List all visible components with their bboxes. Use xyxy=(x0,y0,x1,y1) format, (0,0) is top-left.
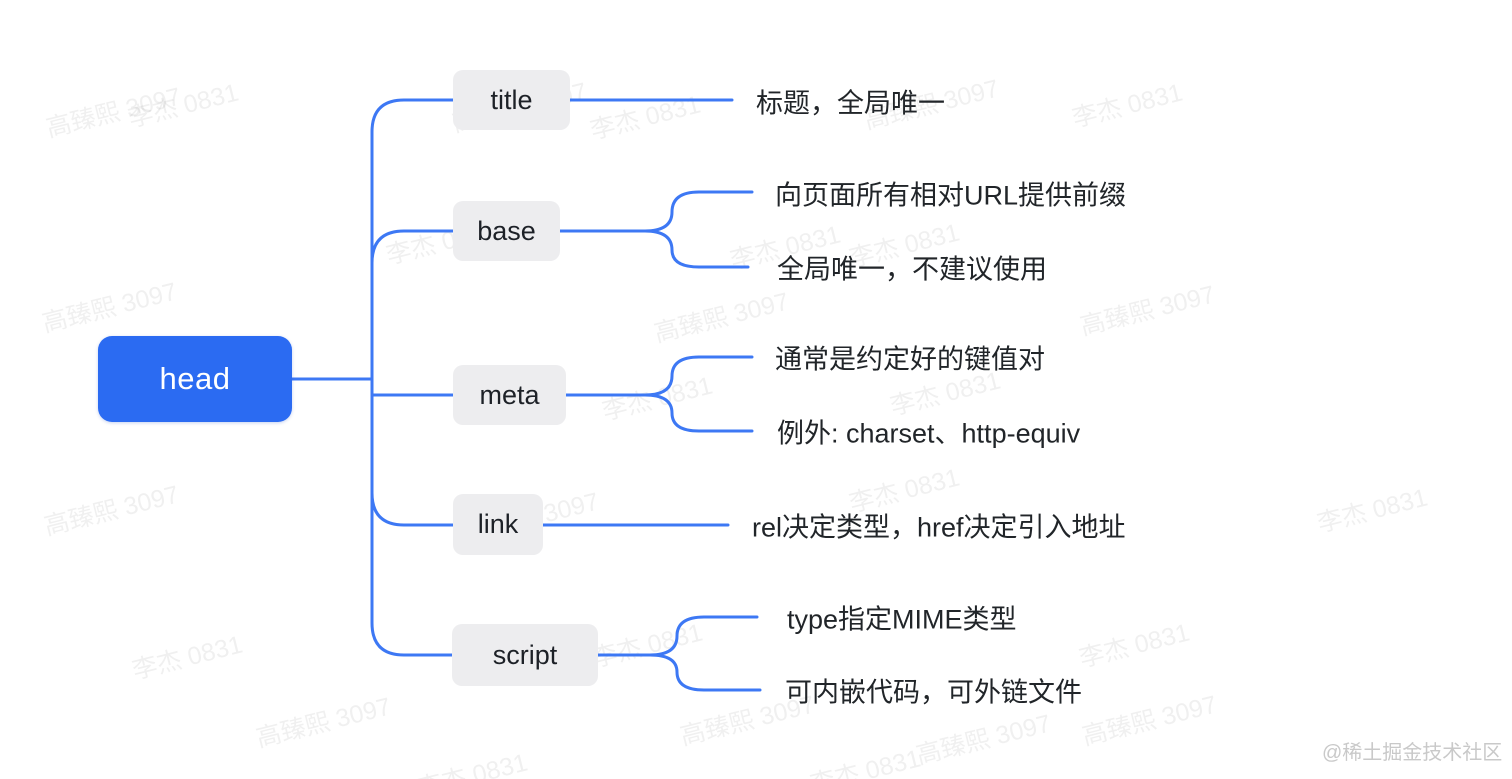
connector-base-leaf1 xyxy=(558,190,754,233)
connector-meta-leaf1 xyxy=(564,355,754,397)
connector-base-leaf2 xyxy=(558,229,750,269)
node-meta[interactable]: meta xyxy=(453,365,566,425)
node-title[interactable]: title xyxy=(453,70,570,130)
node-link[interactable]: link xyxy=(453,494,543,555)
leaf-link-desc[interactable]: rel决定类型，href决定引入地址 xyxy=(752,512,1126,543)
connector-trunk-link xyxy=(370,491,455,527)
leaf-title-desc[interactable]: 标题，全局唯一 xyxy=(756,88,945,119)
node-base[interactable]: base xyxy=(453,201,560,261)
leaf-meta-desc-1[interactable]: 通常是约定好的键值对 xyxy=(775,344,1045,375)
leaf-script-desc-1[interactable]: type指定MIME类型 xyxy=(787,604,1017,635)
connector-trunk xyxy=(370,98,455,657)
connector-meta-leaf2 xyxy=(564,393,754,433)
node-head[interactable]: head xyxy=(98,336,292,422)
leaf-script-desc-2[interactable]: 可内嵌代码，可外链文件 xyxy=(785,677,1082,708)
node-script[interactable]: script xyxy=(452,624,598,686)
connector-script-leaf1 xyxy=(596,615,759,657)
watermark-credit: @稀土掘金技术社区 xyxy=(1322,742,1503,764)
leaf-base-desc-1[interactable]: 向页面所有相对URL提供前缀 xyxy=(775,180,1127,211)
leaf-meta-desc-2[interactable]: 例外: charset、http-equiv xyxy=(777,418,1081,449)
leaf-base-desc-2[interactable]: 全局唯一，不建议使用 xyxy=(777,254,1047,285)
connector-script-leaf2 xyxy=(596,653,762,692)
connector-trunk-base xyxy=(370,229,455,265)
